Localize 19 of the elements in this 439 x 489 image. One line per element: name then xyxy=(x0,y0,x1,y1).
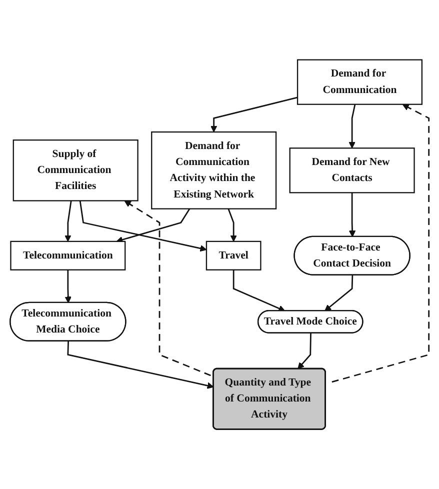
node-box: Demand for New Contacts xyxy=(289,148,415,194)
node-box: Travel xyxy=(206,240,262,270)
arrow xyxy=(324,275,354,312)
node-box: Supply of Communication Facilities xyxy=(12,139,138,202)
arrow xyxy=(116,208,190,243)
arrow xyxy=(124,200,211,376)
arrow xyxy=(228,208,237,242)
arrow xyxy=(67,341,214,389)
arrow xyxy=(348,104,356,148)
arrow xyxy=(298,333,312,370)
arrow xyxy=(210,96,298,132)
arrow xyxy=(64,200,72,242)
node-box: Demand for Communication xyxy=(296,59,423,105)
arrow xyxy=(348,192,356,238)
arrow xyxy=(232,270,286,312)
node-box: Telecommunication xyxy=(10,240,126,270)
node-box: Demand for Communication Activity within the Existing Network xyxy=(151,131,277,210)
arrow xyxy=(64,270,72,304)
arrow xyxy=(79,200,207,252)
